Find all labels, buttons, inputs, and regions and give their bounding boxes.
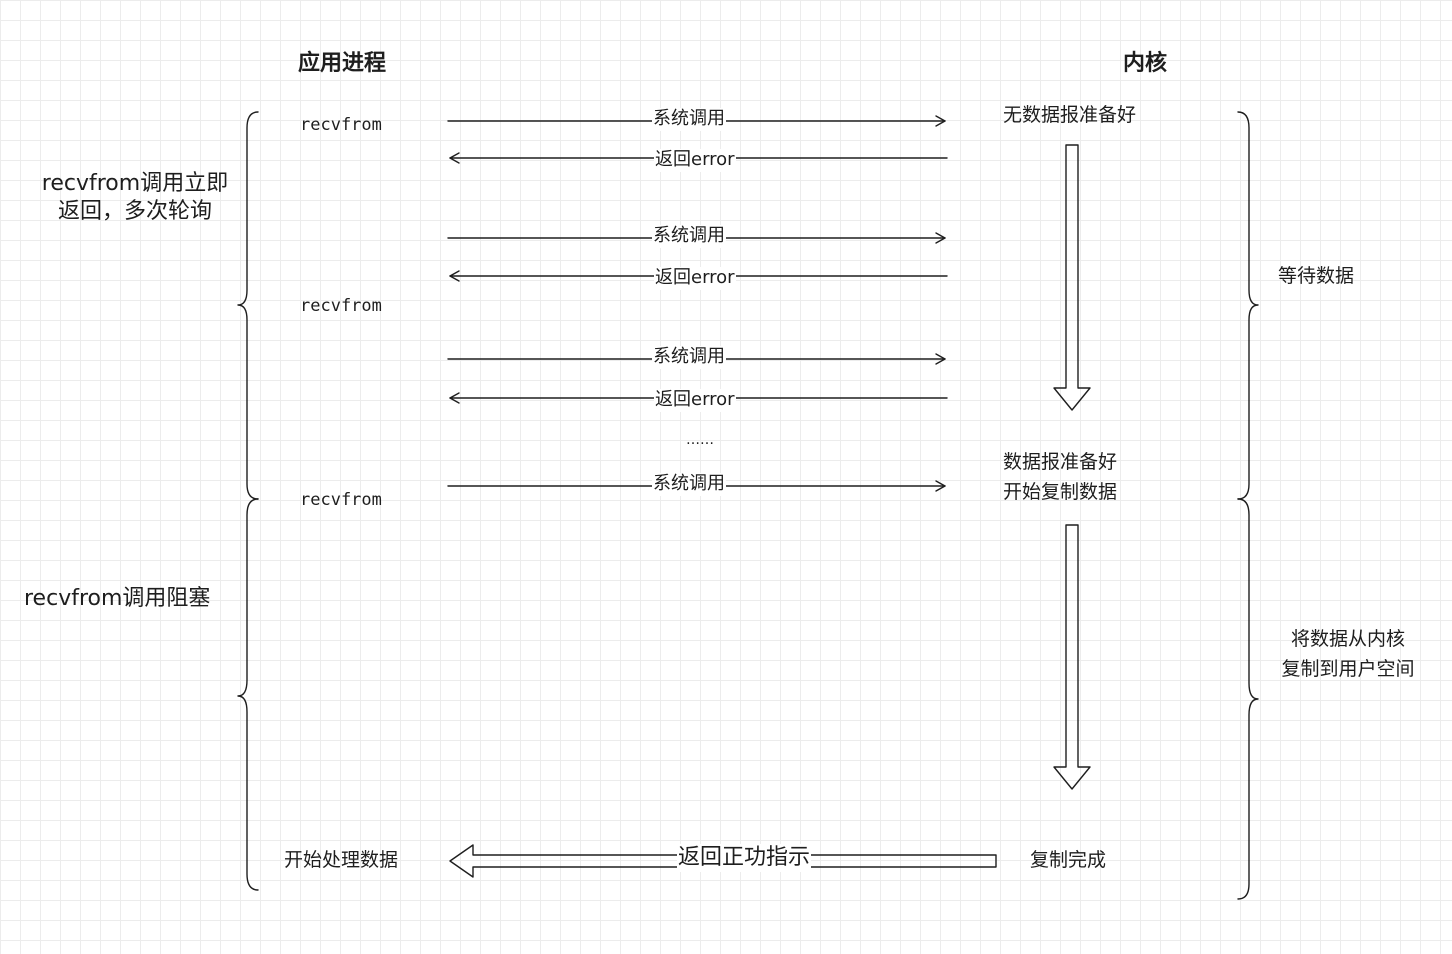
- copy-down-arrow: [1053, 524, 1091, 790]
- header-app-process: 应用进程: [298, 51, 387, 76]
- kernel-ready-label: 数据报准备好 开始复制数据: [1003, 447, 1117, 507]
- error-label-3: 返回error: [654, 389, 736, 412]
- start-processing-label: 开始处理数据: [284, 849, 399, 871]
- brace-copy: [1237, 498, 1259, 900]
- copy-annotation-line1: 将数据从内核: [1290, 628, 1405, 650]
- blocking-annotation: recvfrom调用阻塞: [24, 586, 211, 611]
- copy-annotation-line2: 复制到用户空间: [1281, 658, 1415, 680]
- recvfrom-call-3: recvfrom: [300, 490, 382, 510]
- kernel-copy-done-label: 复制完成: [1030, 849, 1107, 871]
- call-label-2: 系统调用: [652, 225, 726, 248]
- brace-blocking: [237, 498, 259, 891]
- header-kernel: 内核: [1123, 51, 1168, 76]
- success-return-arrow: [449, 844, 997, 878]
- recvfrom-call-2: recvfrom: [300, 296, 382, 316]
- call-label-4: 系统调用: [652, 473, 726, 496]
- wait-down-arrow: [1053, 144, 1091, 411]
- error-label-2: 返回error: [654, 267, 736, 290]
- polling-annotation-line1: recvfrom调用立即: [41, 171, 229, 196]
- polling-annotation-line2: 返回，多次轮询: [57, 198, 212, 224]
- copy-annotation: 将数据从内核 复制到用户空间: [1268, 624, 1428, 684]
- ellipsis-label: ……: [686, 432, 714, 448]
- error-label-1: 返回error: [654, 149, 736, 172]
- kernel-ready-line2: 开始复制数据: [1003, 481, 1118, 503]
- kernel-ready-line1: 数据报准备好: [1003, 451, 1118, 473]
- success-label: 返回正功指示: [677, 844, 812, 872]
- wait-data-annotation: 等待数据: [1278, 265, 1355, 287]
- recvfrom-call-1: recvfrom: [300, 115, 382, 135]
- brace-wait: [1237, 111, 1259, 500]
- call-label-1: 系统调用: [652, 108, 726, 131]
- polling-annotation: recvfrom调用立即 返回，多次轮询: [24, 170, 246, 225]
- brace-polling: [237, 111, 259, 500]
- call-label-3: 系统调用: [652, 346, 726, 369]
- kernel-no-data-label: 无数据报准备好: [1003, 104, 1137, 126]
